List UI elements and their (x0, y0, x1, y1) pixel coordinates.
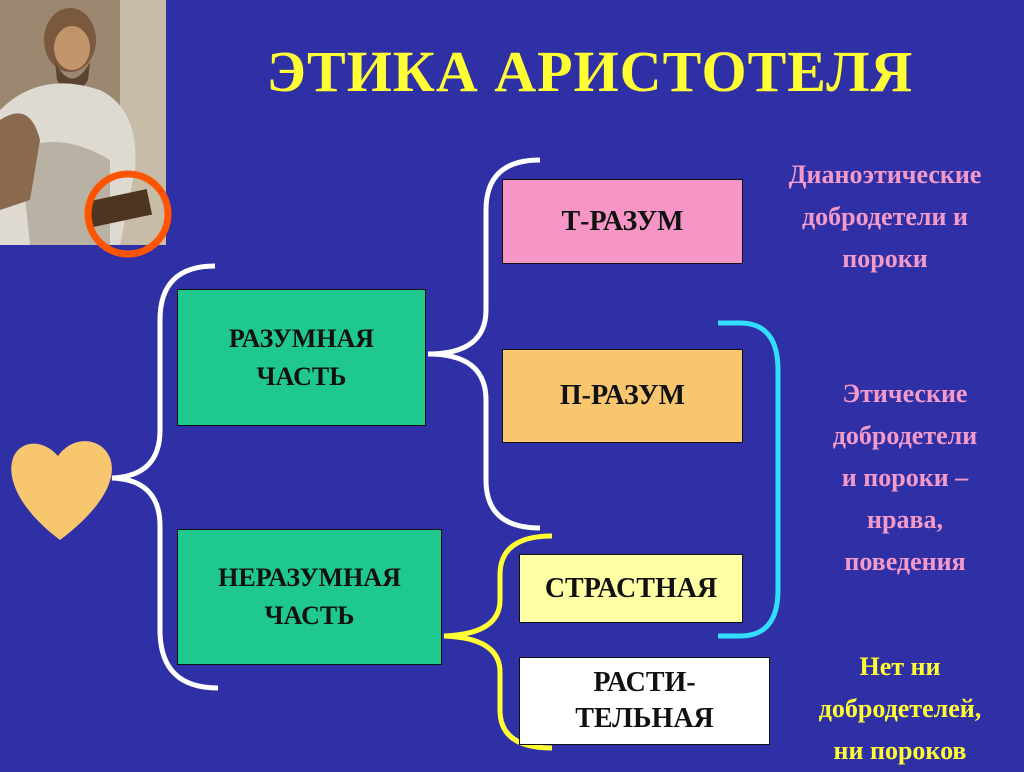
vegetative-line-1: РАСТИ- (593, 667, 696, 698)
heart-icon (11, 441, 112, 540)
p-reason-box: П-РАЗУМ (502, 349, 743, 443)
no-virtues-line-2: добродетелей, (818, 694, 982, 723)
vegetative-box: РАСТИ- ТЕЛЬНАЯ (519, 657, 770, 745)
rational-part-box: РАЗУМНАЯ ЧАСТЬ (177, 289, 426, 426)
irrational-part-box: НЕРАЗУМНАЯ ЧАСТЬ (177, 529, 442, 665)
no-virtues-line-1: Нет ни (859, 652, 941, 681)
ethical-line-1: Этические (842, 379, 968, 408)
rational-part-line-2: ЧАСТЬ (256, 361, 347, 391)
vegetative-line-2: ТЕЛЬНАЯ (575, 703, 714, 734)
rational-part-line-1: РАЗУМНАЯ (228, 323, 375, 353)
portrait-figure (0, 0, 166, 245)
irrational-brace (443, 533, 553, 751)
no-virtues-line-3: ни пороков (833, 736, 967, 765)
t-reason-box: Т-РАЗУМ (502, 179, 743, 264)
passionate-box: СТРАСТНАЯ (519, 554, 743, 623)
dianoetic-line-2: добродетели и (802, 202, 968, 231)
ethical-line-5: поведения (844, 547, 966, 576)
ethical-bracket (718, 320, 781, 639)
rational-brace (427, 157, 541, 531)
no-virtues-note: Нет ни добродетелей, ни пороков (790, 646, 1010, 772)
irrational-part-line-2: ЧАСТЬ (264, 601, 355, 630)
dianoetic-line-3: пороки (842, 244, 928, 273)
dianoetic-line-1: Дианоэтические (788, 160, 982, 189)
aristotle-portrait (0, 0, 166, 245)
main-brace (111, 263, 219, 691)
ethical-line-4: нрава, (867, 505, 943, 534)
dianoetic-note: Дианоэтические добродетели и пороки (755, 154, 1015, 280)
ethical-line-2: добродетели (832, 421, 978, 450)
irrational-part-line-1: НЕРАЗУМНАЯ (218, 563, 401, 592)
highlight-circle (84, 170, 172, 258)
page-title: ЭТИКА АРИСТОТЕЛЯ (266, 39, 914, 104)
ethical-note: Этические добродетели и пороки – нрава, … (800, 373, 1010, 583)
ethical-line-3: и пороки – (841, 463, 969, 492)
